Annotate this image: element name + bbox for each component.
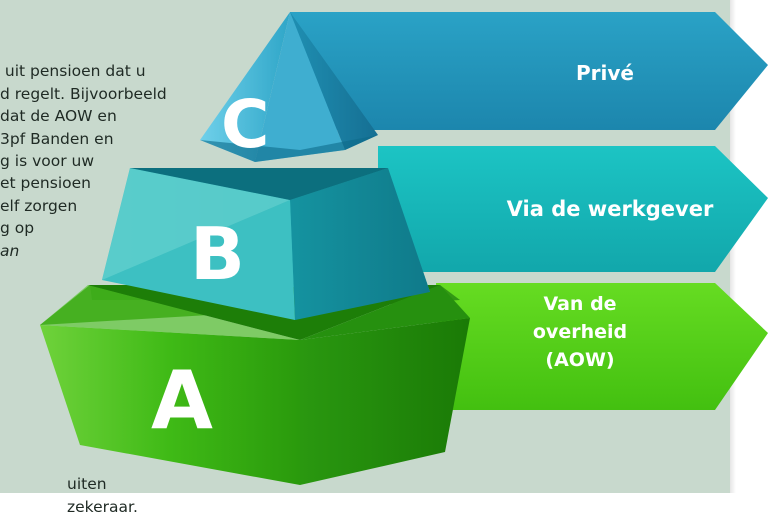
- body-line: dat de AOW en: [0, 107, 117, 126]
- pension-pyramid-diagram: C B A: [40, 12, 768, 485]
- tier-a-block: [40, 285, 470, 485]
- tier-a-label: Van de overheid (AOW): [532, 293, 628, 371]
- tier-a-arrow: [436, 283, 768, 410]
- body-line: g op: [0, 219, 35, 238]
- body-line: uiten: [67, 475, 107, 494]
- tier-c-letter: C: [221, 86, 269, 163]
- tier-c-arrow: [290, 12, 768, 130]
- body-line: d regelt. Bijvoorbeeld: [0, 84, 167, 103]
- tier-c-label: Privé: [576, 61, 634, 85]
- body-line: g is voor uw: [0, 152, 95, 171]
- tier-a-letter: A: [151, 354, 213, 447]
- tier-b-arrow: [378, 146, 768, 272]
- body-line: et pensioen: [0, 174, 91, 193]
- body-line: an: [0, 241, 20, 260]
- tier-b-block: [102, 168, 430, 320]
- tier-b-label: Via de werkgever: [506, 197, 714, 221]
- body-line: 3pf Banden en: [0, 129, 114, 148]
- body-line: elf zorgen: [0, 196, 78, 215]
- body-text-top: uit pensioen dat u d regelt. Bijvoorbeel…: [0, 38, 167, 262]
- tier-b-letter: B: [190, 212, 245, 296]
- body-line: uit pensioen dat u: [0, 62, 146, 81]
- tier-c-block: [200, 12, 378, 162]
